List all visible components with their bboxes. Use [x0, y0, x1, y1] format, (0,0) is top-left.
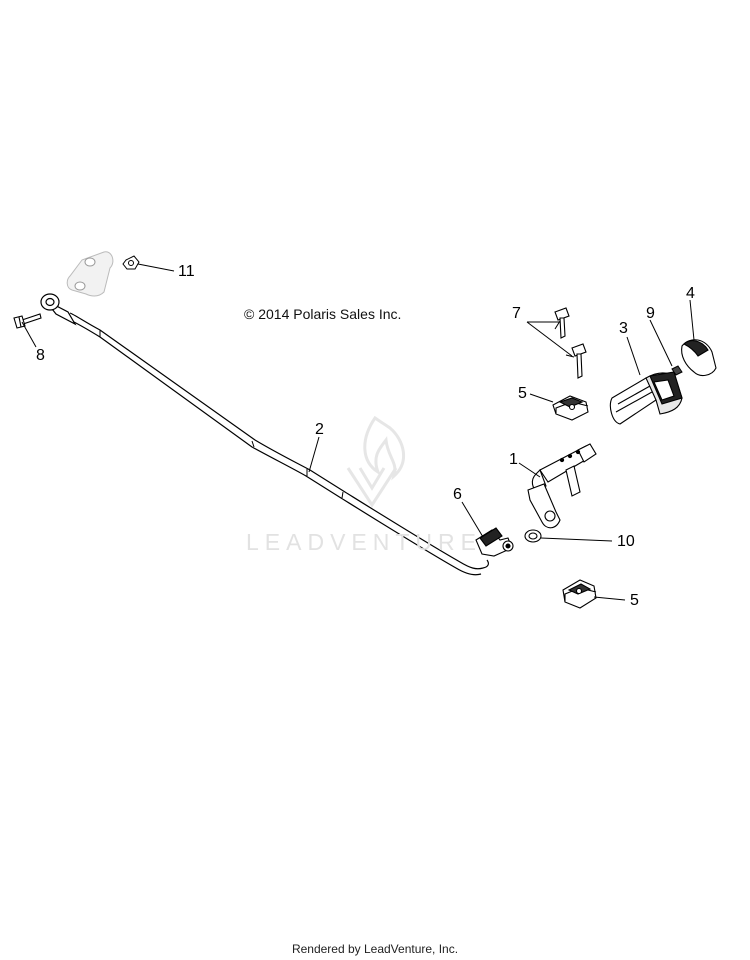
callout-6: 6: [453, 486, 462, 503]
clip-part-6: [475, 527, 514, 557]
callout-2: 2: [315, 421, 324, 438]
knob-part-4: [681, 339, 717, 377]
screw-part-9: [671, 365, 683, 376]
callout-9: 9: [646, 305, 655, 322]
bushing-part-11: [66, 251, 140, 297]
callout-1: 1: [509, 451, 518, 468]
watermark-text: LEADVENTURE: [246, 529, 482, 555]
bolt-part-8: [13, 313, 42, 329]
rod-end: [40, 293, 77, 326]
leader-lines: [21, 263, 695, 601]
callout-8: 8: [36, 347, 45, 364]
grip-part-3: [609, 371, 683, 425]
callout-4: 4: [686, 285, 695, 302]
block-part-5-lower: [562, 579, 597, 609]
washer-part-10: [524, 529, 542, 543]
copyright-text: © 2014 Polaris Sales Inc.: [244, 306, 402, 322]
shift-rod-part-2: [69, 312, 489, 576]
callout-10: 10: [617, 533, 635, 550]
callout-7: 7: [512, 305, 521, 322]
lever-part-1: [527, 443, 597, 529]
callout-11: 11: [178, 263, 195, 280]
callout-5-lower: 5: [630, 592, 639, 609]
callout-3: 3: [619, 320, 628, 337]
callout-5-upper: 5: [518, 385, 527, 402]
watermark-logo: [346, 415, 405, 508]
block-part-5-upper: [552, 395, 589, 421]
footer-text: Rendered by LeadVenture, Inc.: [291, 942, 459, 956]
bolts-part-7: [554, 307, 587, 379]
